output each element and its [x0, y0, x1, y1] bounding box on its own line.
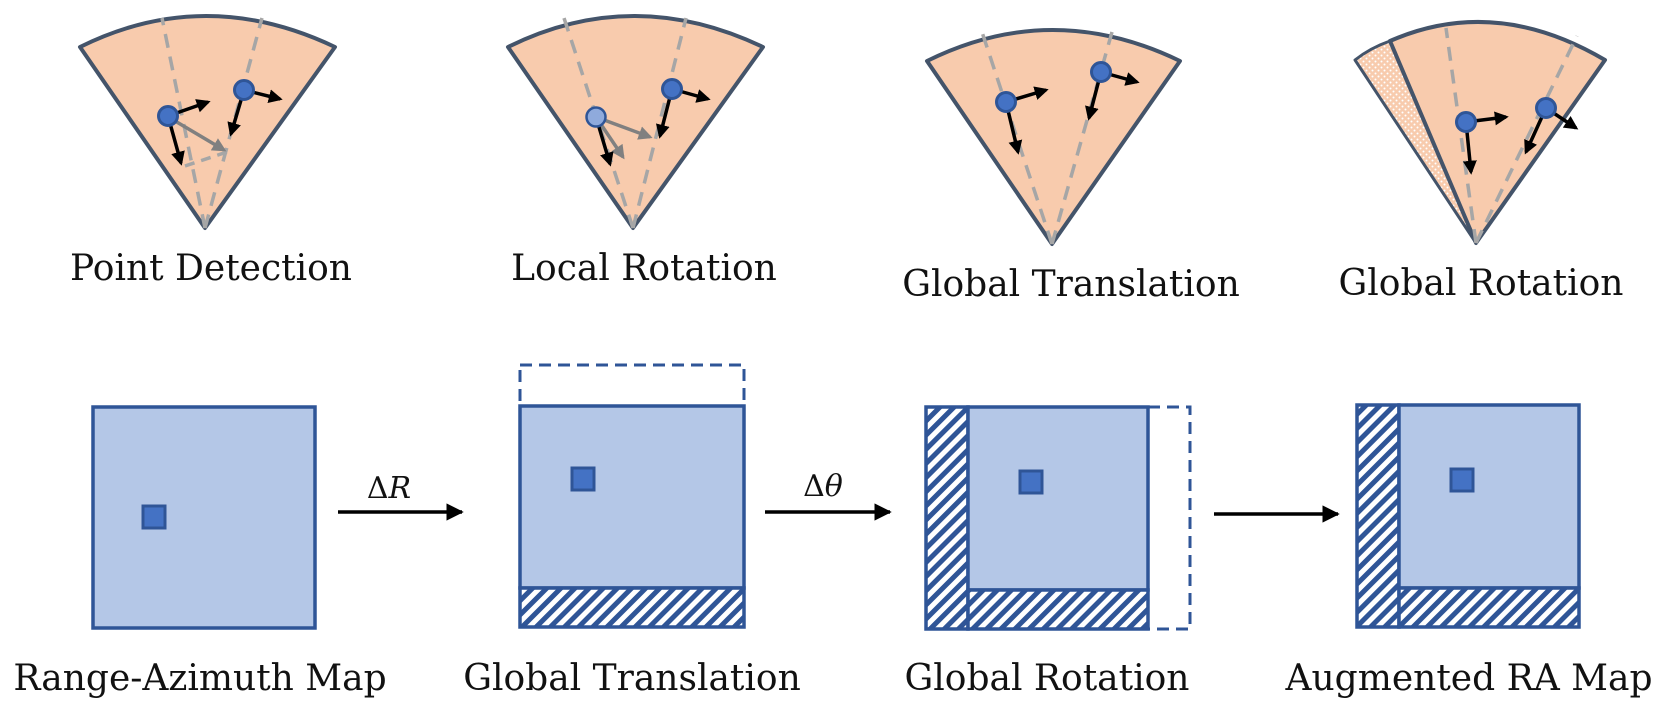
- ra-map: [518, 404, 746, 590]
- ra-map: [1397, 403, 1581, 590]
- dashed-ray-right: [631, 17, 688, 229]
- target-cell: [1018, 469, 1044, 495]
- shifted-out-region: [518, 363, 746, 408]
- dashed-ray-right: [1050, 31, 1114, 245]
- radar-point: [1090, 61, 1112, 83]
- ra-map: [91, 405, 317, 630]
- range-symbol: R: [388, 471, 412, 506]
- radar-point: [1455, 111, 1477, 133]
- shifted-out-region: [1146, 405, 1192, 631]
- theta-symbol: θ: [825, 469, 843, 504]
- dashed-ray-right: [203, 17, 264, 229]
- radar-point: [995, 91, 1017, 113]
- radar-point: [661, 78, 683, 100]
- caption-point-detection: Point Detection: [70, 248, 352, 289]
- padding-region: [1355, 403, 1401, 629]
- radar-wedge: [925, 28, 1182, 246]
- caption-augmented-ra-map: Augmented RA Map: [1284, 658, 1652, 699]
- map-range-azimuth: [91, 405, 317, 630]
- gray-dashed-segment: [184, 150, 228, 168]
- target-cell: [570, 466, 596, 492]
- wedge-global-rotation: [1353, 19, 1607, 245]
- caption-range-azimuth-map: Range-Azimuth Map: [13, 658, 386, 699]
- radar-wedge: [1388, 19, 1607, 245]
- radar-wedge: [506, 14, 765, 230]
- gray-arrow: [169, 116, 227, 152]
- delta-r-label: ΔR: [367, 471, 411, 506]
- target-cell: [141, 504, 167, 530]
- radar-point: [1535, 97, 1557, 119]
- radar-point-faded: [585, 106, 607, 128]
- radar-point: [157, 105, 179, 127]
- dashed-ray-left: [980, 31, 1054, 245]
- padding-region: [966, 588, 1150, 631]
- ra-map: [966, 405, 1150, 592]
- dashed-ray-left: [1444, 27, 1478, 244]
- wedge-local-rotation: [506, 14, 765, 230]
- caption-global-translation-map: Global Translation: [463, 658, 801, 699]
- target-cell: [1449, 467, 1475, 493]
- delta-theta-label: Δθ: [803, 469, 843, 504]
- padding-region: [924, 405, 970, 631]
- caption-global-rotation-map: Global Rotation: [905, 658, 1190, 699]
- map-global-translation: [518, 363, 746, 629]
- delta-symbol: Δ: [803, 469, 825, 504]
- map-global-rotation: [924, 405, 1192, 631]
- wedge-point-detection: [78, 14, 337, 230]
- radar-wedge: [78, 14, 337, 230]
- radar-point: [233, 79, 255, 101]
- caption-global-rotation: Global Rotation: [1339, 263, 1624, 304]
- operator-delta-theta: Δθ: [765, 469, 892, 521]
- operator-delta-r: ΔR: [338, 471, 464, 521]
- map-augmented: [1355, 403, 1581, 629]
- wedge-global-translation: [925, 28, 1182, 246]
- caption-local-rotation: Local Rotation: [511, 248, 777, 289]
- dashed-ray-left: [562, 17, 635, 229]
- dashed-ray-left: [160, 17, 207, 229]
- padding-region: [1397, 586, 1581, 629]
- caption-global-translation: Global Translation: [902, 264, 1240, 305]
- delta-symbol: Δ: [367, 471, 389, 506]
- padding-region: [518, 586, 746, 629]
